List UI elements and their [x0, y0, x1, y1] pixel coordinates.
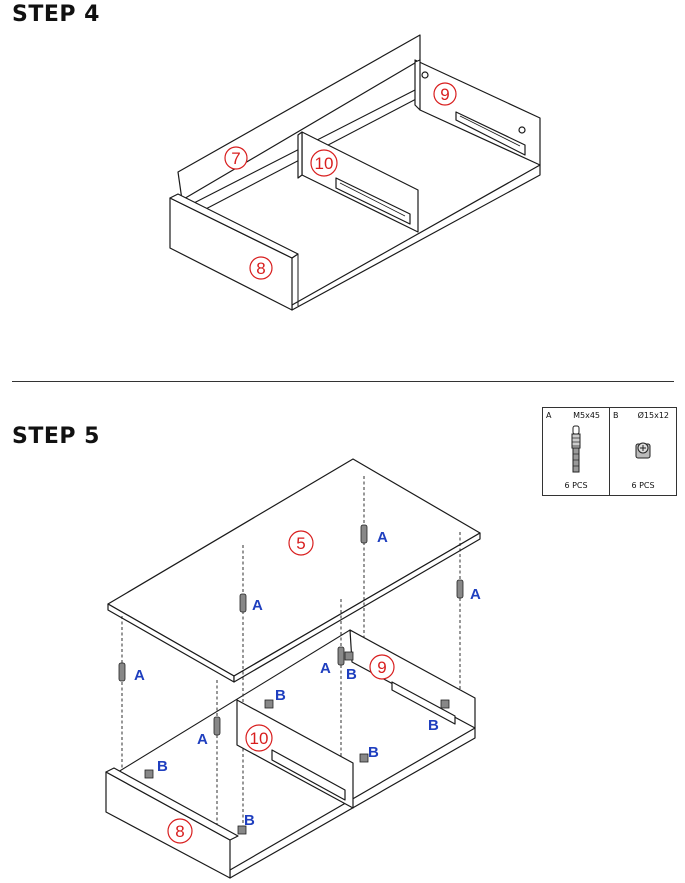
cam-hole	[421, 71, 429, 79]
step-divider	[12, 381, 674, 382]
part-circle-9	[369, 654, 395, 680]
cam-b-3	[344, 651, 354, 661]
bolt-a-2	[239, 593, 247, 613]
right-panel-face	[414, 59, 421, 111]
label-b: B	[275, 687, 286, 704]
cam-b-6	[237, 825, 247, 835]
bolt-a-4	[360, 524, 368, 544]
cam-hole	[518, 126, 526, 134]
drawer-slide-middle	[335, 177, 411, 225]
bolt-a-6	[456, 579, 464, 599]
label-a: A	[197, 731, 208, 748]
part-number-8: 8	[175, 822, 184, 841]
cam-lock-icon	[635, 442, 651, 459]
bolt-a-1	[118, 662, 126, 682]
part-number-10: 10	[250, 729, 269, 748]
hardware-a-size: M5x45	[573, 411, 600, 420]
part-circle-8	[167, 818, 193, 844]
hardware-b-size: Ø15x12	[637, 411, 669, 420]
hardware-a-qty: 6 PCS	[564, 481, 588, 490]
label-a: A	[320, 660, 331, 677]
part-number-9: 9	[440, 85, 449, 104]
middle-divider-edge	[297, 131, 303, 179]
bolt-a-5	[337, 646, 345, 666]
label-b: B	[346, 666, 357, 683]
slide-detail	[459, 115, 521, 147]
bolt-a-3	[213, 716, 221, 736]
cam-b-1	[144, 769, 154, 779]
step-4-title: STEP 4	[12, 2, 100, 27]
bolt-icon	[571, 425, 581, 473]
part-number-8: 8	[256, 259, 265, 278]
part-number-5: 5	[296, 534, 305, 553]
part-circle-8	[249, 256, 273, 280]
part-number-10: 10	[315, 154, 334, 173]
top-panel-edge-right	[233, 532, 481, 683]
hardware-legend: A M5x45 6 PCS B Ø15x12 6 PCS	[542, 407, 677, 496]
part-circle-10	[310, 149, 338, 177]
step-5-title: STEP 5	[12, 424, 100, 449]
label-a: A	[377, 529, 388, 546]
label-b: B	[368, 744, 379, 761]
part-circle-5	[288, 530, 314, 556]
hardware-b-qty: 6 PCS	[631, 481, 655, 490]
label-b: B	[244, 812, 255, 829]
right-side-panel	[349, 629, 476, 729]
cam-b-5	[359, 753, 369, 763]
step-4-diagram: 7 9 10 8	[169, 34, 541, 311]
label-a: A	[252, 597, 263, 614]
label-a: A	[470, 586, 481, 603]
left-side-top	[105, 767, 239, 841]
hardware-b-letter: B	[613, 411, 619, 420]
drawer-slide-middle	[271, 749, 346, 801]
part-circle-9	[433, 82, 457, 106]
cam-b-4	[440, 699, 450, 709]
hardware-b-cell: B Ø15x12 6 PCS	[609, 408, 676, 495]
part-number-9: 9	[377, 658, 386, 677]
hardware-a-cell: A M5x45 6 PCS	[543, 408, 609, 495]
part-number-7: 7	[231, 149, 240, 168]
part-circle-10	[245, 724, 273, 752]
slide-detail	[339, 182, 406, 217]
part-circle-7	[224, 146, 248, 170]
label-a: A	[134, 667, 145, 684]
label-b: B	[157, 758, 168, 775]
panel-edge	[291, 253, 299, 259]
label-b: B	[428, 717, 439, 734]
hardware-a-letter: A	[546, 411, 552, 420]
cam-b-2	[264, 699, 274, 709]
drawer-slide-right	[391, 681, 456, 725]
